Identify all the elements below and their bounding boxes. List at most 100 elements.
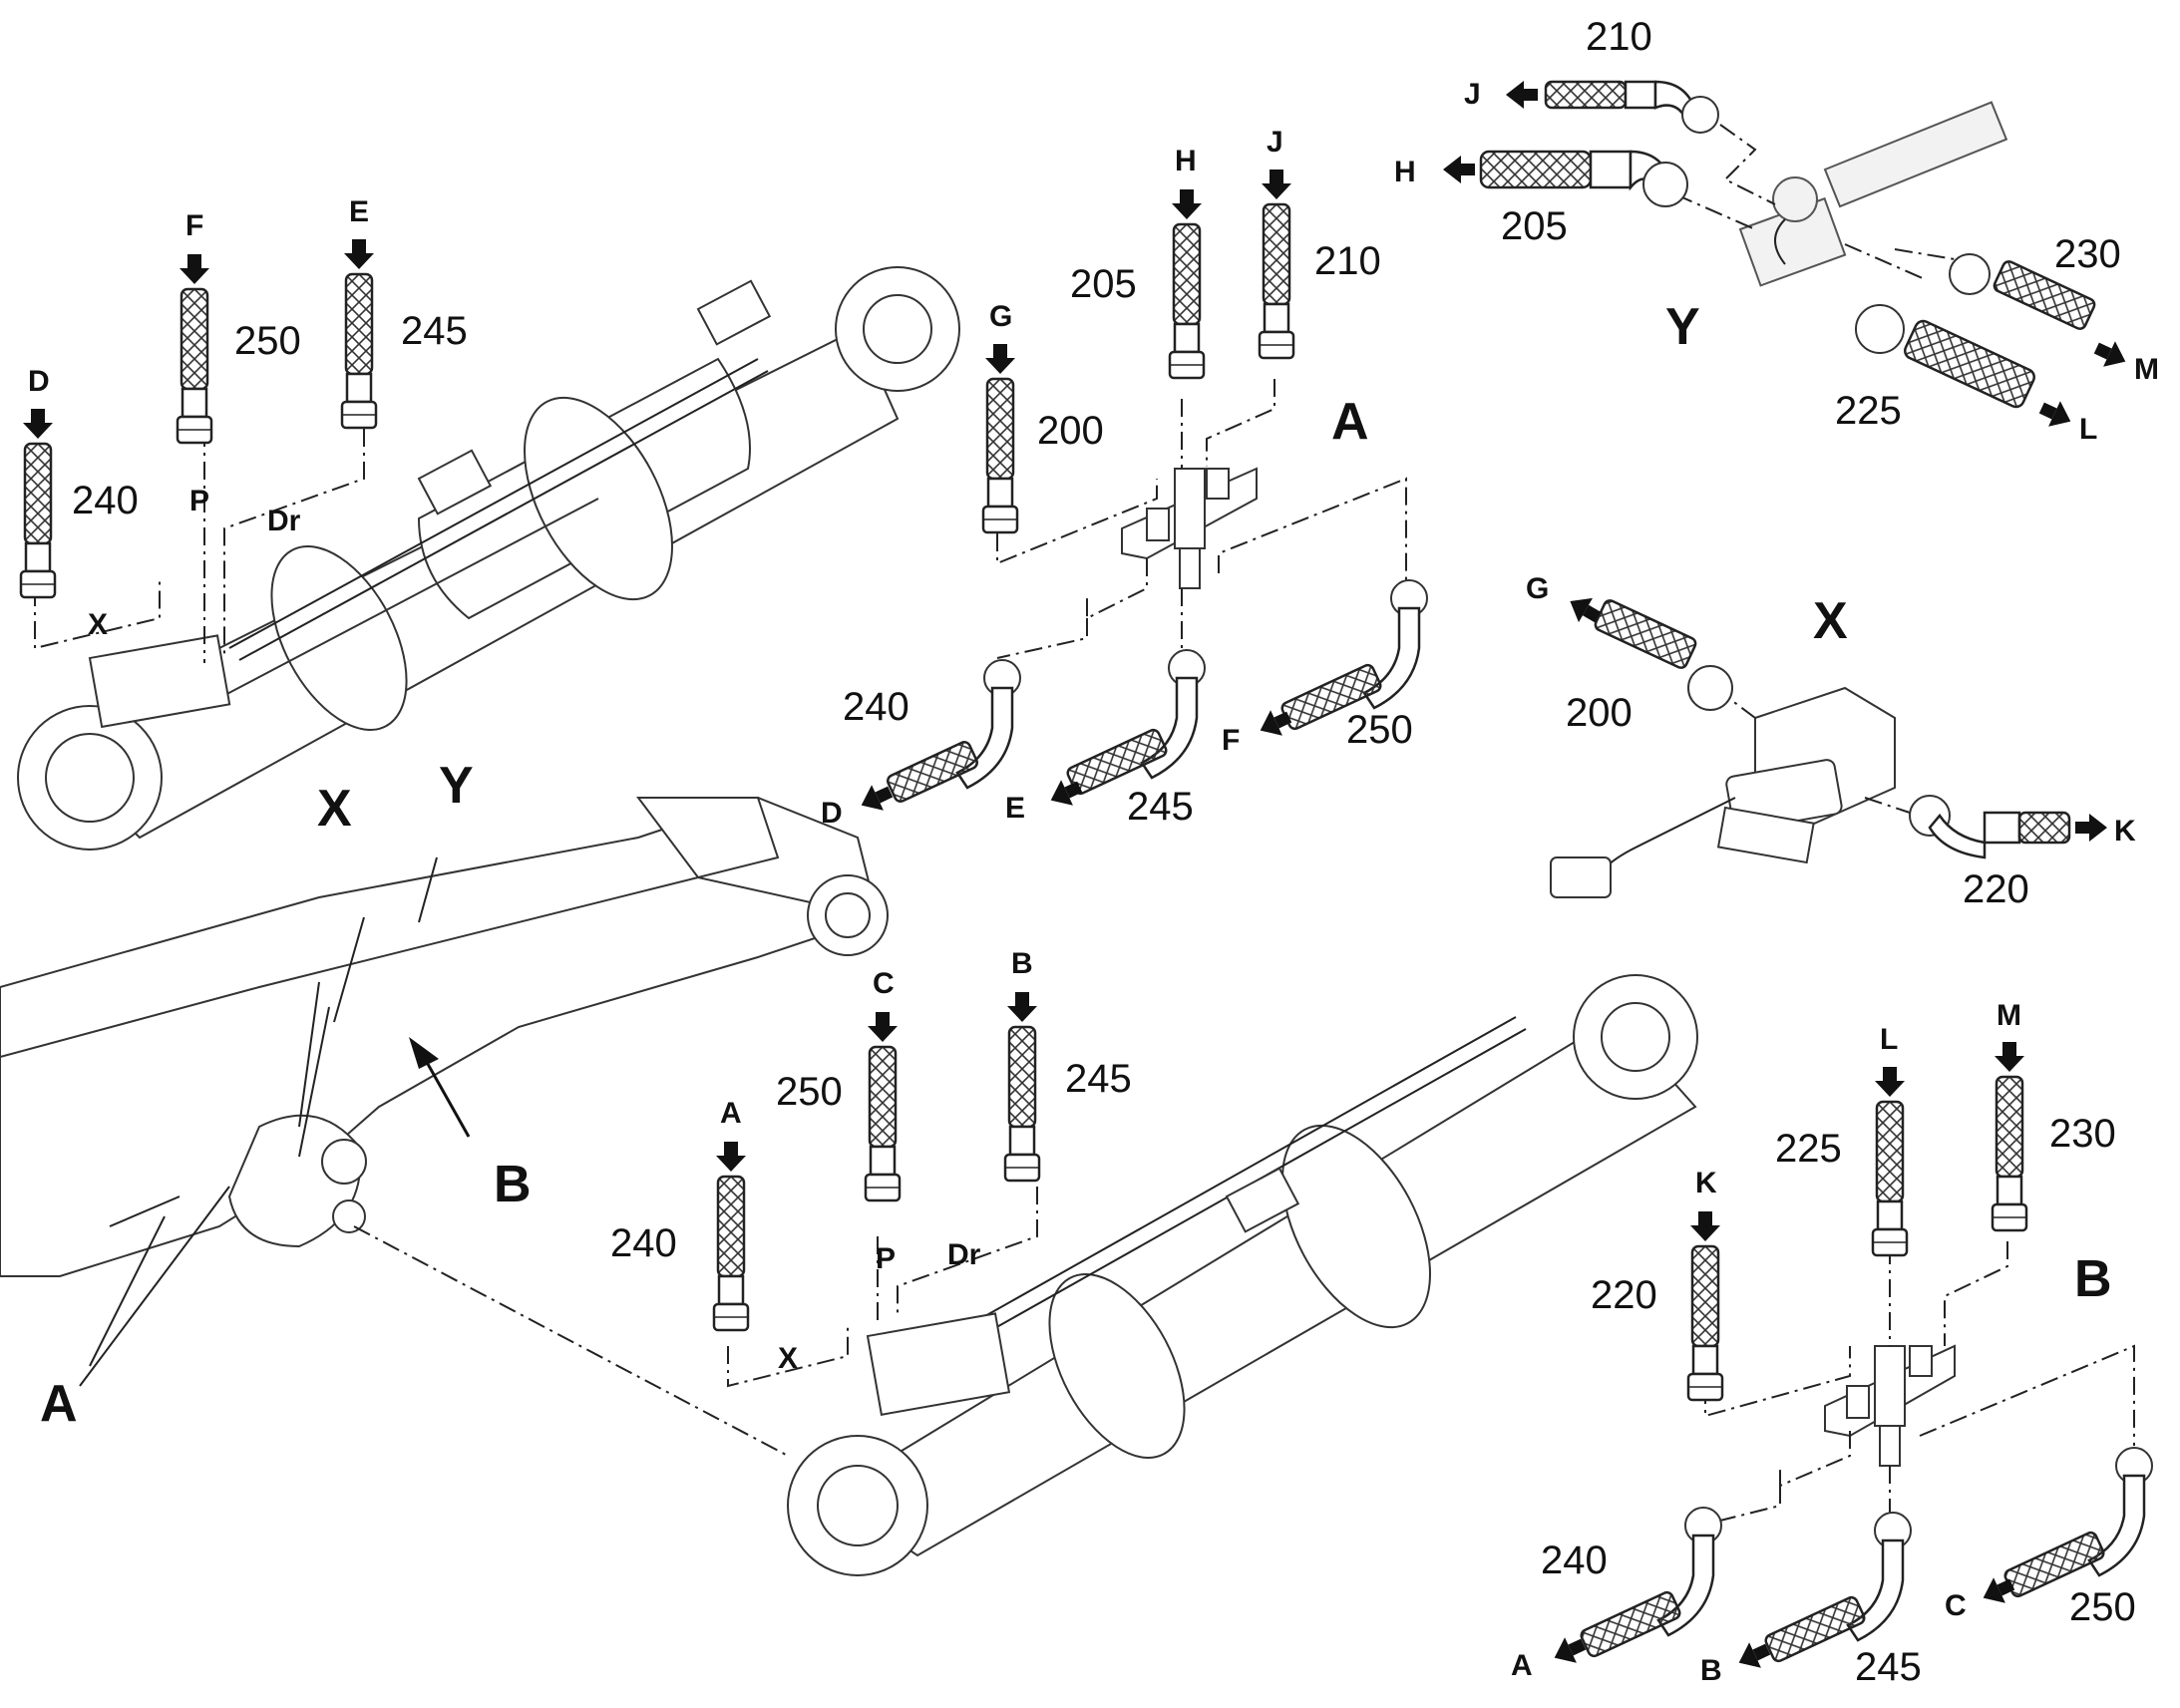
- part-250-lower: 250: [776, 1070, 843, 1114]
- arrow-left-j: [1506, 81, 1538, 109]
- part-250-a: 250: [1346, 708, 1413, 752]
- hose-220-b: [1686, 1244, 1724, 1402]
- arrow-down-b: [1007, 992, 1037, 1022]
- arrow-right-l: [2035, 395, 2077, 435]
- label-m-b: M: [1997, 999, 2021, 1032]
- label-g-a: G: [989, 300, 1012, 333]
- label-x-lower: X: [778, 1342, 798, 1375]
- label-a-lower: A: [720, 1097, 742, 1130]
- arrow-left-h: [1443, 156, 1475, 183]
- part-245-upper: 245: [401, 309, 468, 353]
- hose-210-a: [1258, 202, 1295, 360]
- label-h-a: H: [1175, 145, 1197, 177]
- label-f-a: F: [1222, 724, 1240, 757]
- arrow-down-g: [985, 344, 1015, 374]
- part-250-upper: 250: [234, 319, 301, 363]
- hose-230-y: [1949, 253, 2096, 330]
- part-210-a: 210: [1314, 239, 1381, 283]
- hose-225-y: [1855, 304, 2035, 409]
- part-245-lower: 245: [1065, 1057, 1132, 1101]
- label-dr-upper: Dr: [267, 505, 301, 537]
- hose-245-lower: [1003, 1025, 1041, 1183]
- hose-240-a-elbow: [887, 659, 1021, 803]
- label-c-b: C: [1945, 1589, 1967, 1622]
- hose-240-b-elbow: [1580, 1507, 1722, 1658]
- part-225-b: 225: [1775, 1127, 1842, 1171]
- arrow-down-e: [344, 239, 374, 269]
- leader-arrow-b: [422, 1056, 471, 1138]
- arrow-down-j: [1262, 170, 1291, 199]
- label-l-y: L: [2079, 413, 2097, 446]
- label-p-lower: P: [876, 1242, 896, 1275]
- label-j-y: J: [1464, 78, 1481, 111]
- lower-boom-cylinder: [787, 974, 1698, 1576]
- arrow-down-m: [1995, 1042, 2024, 1072]
- boom-arm: [0, 796, 889, 1277]
- hose-220-x: [1909, 795, 2071, 859]
- arrow-right-k: [2075, 814, 2107, 842]
- part-225-y: 225: [1835, 389, 1902, 433]
- arrow-down-h: [1172, 189, 1202, 219]
- part-240-upper: 240: [72, 479, 139, 522]
- manifold-block-b: [1824, 1344, 1956, 1467]
- label-boom-x: X: [317, 780, 352, 838]
- label-detail-x: X: [1813, 592, 1848, 650]
- part-240-a: 240: [843, 685, 909, 729]
- label-view-b: B: [494, 1156, 532, 1213]
- hose-245-b-elbow: [1764, 1512, 1912, 1663]
- hose-230-b: [1991, 1075, 2028, 1232]
- part-240-b: 240: [1541, 1538, 1608, 1582]
- hose-245-a-elbow: [1066, 649, 1206, 796]
- part-200-a: 200: [1037, 409, 1104, 453]
- arrow-down-l: [1875, 1067, 1905, 1097]
- hose-225-b: [1871, 1100, 1909, 1257]
- arrow-down-f: [180, 254, 209, 284]
- part-220-x: 220: [1963, 867, 2029, 911]
- label-k-x: K: [2114, 815, 2136, 848]
- label-boom-y: Y: [439, 757, 474, 815]
- manifold-block-a: [1121, 467, 1258, 589]
- part-245-a: 245: [1127, 785, 1194, 829]
- hose-240-lower: [712, 1175, 750, 1332]
- label-l-b: L: [1880, 1023, 1898, 1056]
- hose-245-upper: [340, 272, 378, 430]
- hose-205-y: [1479, 150, 1688, 207]
- part-205-a: 205: [1070, 262, 1137, 306]
- part-220-b: 220: [1591, 1273, 1657, 1317]
- hose-200-a: [981, 377, 1019, 534]
- leader-arrowhead-b: [409, 1037, 439, 1069]
- label-p-upper: P: [189, 485, 209, 517]
- label-e-upper: E: [349, 195, 369, 228]
- detail-y-valve: [1738, 101, 2008, 287]
- arrow-down-d: [23, 409, 53, 439]
- label-detail-b: B: [2074, 1250, 2112, 1308]
- hose-250-lower: [864, 1045, 902, 1202]
- label-b-lower: B: [1011, 947, 1033, 980]
- hose-240-upper: [19, 442, 57, 599]
- detail-x-valve: [1550, 686, 1896, 898]
- label-b-b: B: [1700, 1654, 1722, 1687]
- label-e-a: E: [1005, 792, 1025, 825]
- label-dr-lower: Dr: [947, 1238, 981, 1271]
- part-230-y: 230: [2054, 232, 2121, 276]
- hose-210-y: [1544, 80, 1719, 134]
- label-x-upper: X: [88, 608, 108, 641]
- label-d-a: D: [821, 797, 843, 830]
- part-240-lower: 240: [610, 1221, 677, 1265]
- arrow-down-a: [716, 1142, 746, 1172]
- part-250-b: 250: [2069, 1585, 2136, 1629]
- arrow-right-m: [2090, 335, 2132, 375]
- hose-200-x: [1594, 599, 1733, 711]
- label-view-a: A: [40, 1375, 78, 1433]
- label-a-b: A: [1511, 1649, 1533, 1682]
- label-k-b: K: [1695, 1167, 1717, 1199]
- part-230-b: 230: [2049, 1112, 2116, 1156]
- label-g-x: G: [1526, 572, 1549, 605]
- part-205-y: 205: [1501, 204, 1568, 248]
- hose-205-a: [1168, 222, 1206, 380]
- hose-250-upper: [176, 287, 213, 445]
- label-f-upper: F: [185, 209, 203, 242]
- label-detail-y: Y: [1665, 298, 1700, 356]
- part-210-y: 210: [1586, 15, 1652, 59]
- label-d-upper: D: [28, 365, 50, 398]
